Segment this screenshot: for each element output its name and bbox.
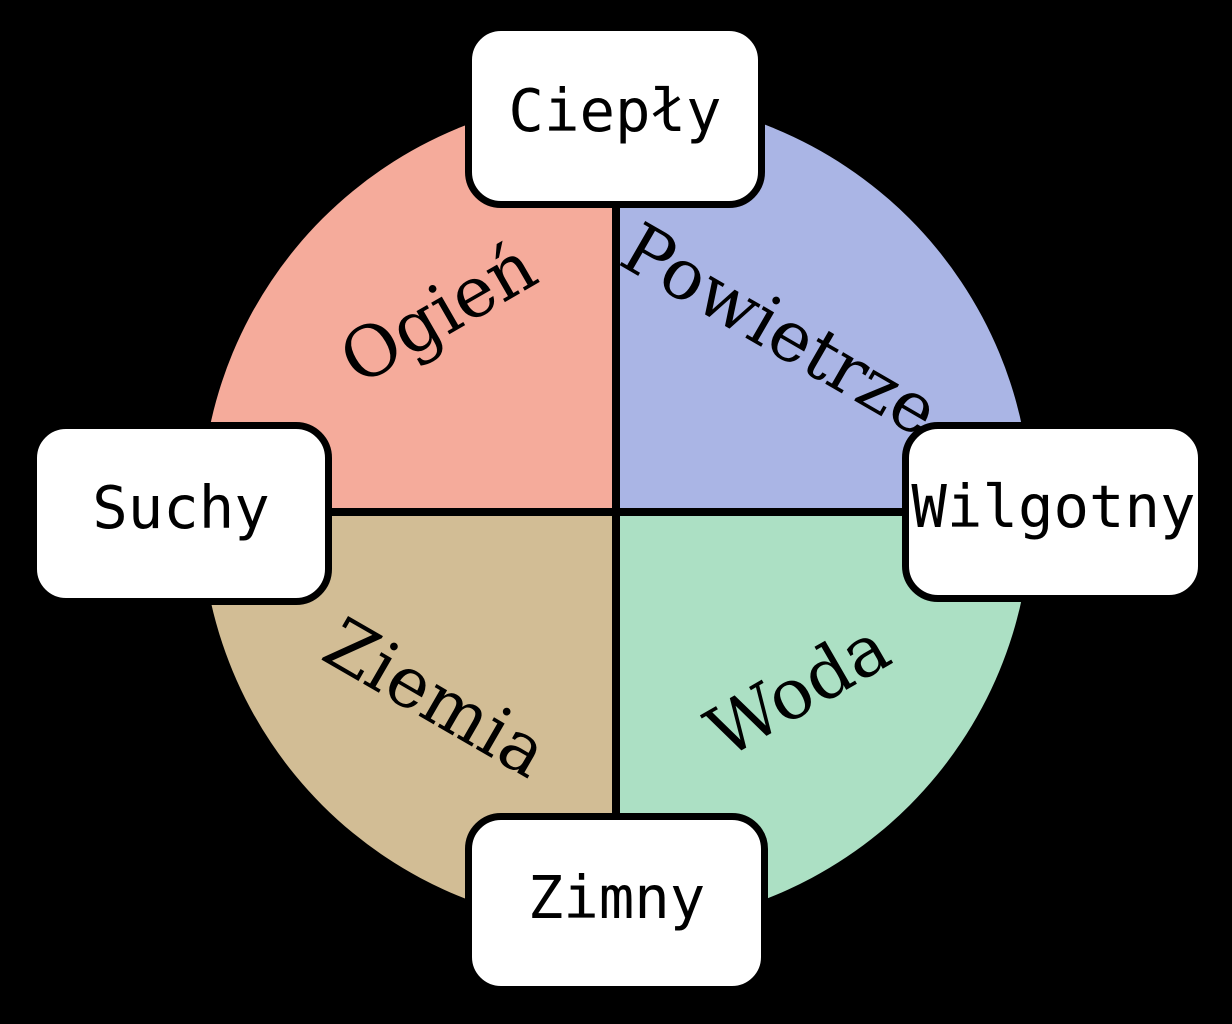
quality-box-warm: Ciepły bbox=[465, 24, 765, 208]
quality-label-wet: Wilgotny bbox=[911, 471, 1196, 541]
quality-label-warm: Ciepły bbox=[508, 75, 722, 145]
quality-box-wet: Wilgotny bbox=[902, 422, 1205, 602]
quality-box-dry: Suchy bbox=[30, 422, 332, 605]
quality-label-dry: Suchy bbox=[92, 473, 270, 542]
quality-box-cold: Zimny bbox=[465, 813, 768, 993]
quality-label-cold: Zimny bbox=[527, 862, 706, 932]
